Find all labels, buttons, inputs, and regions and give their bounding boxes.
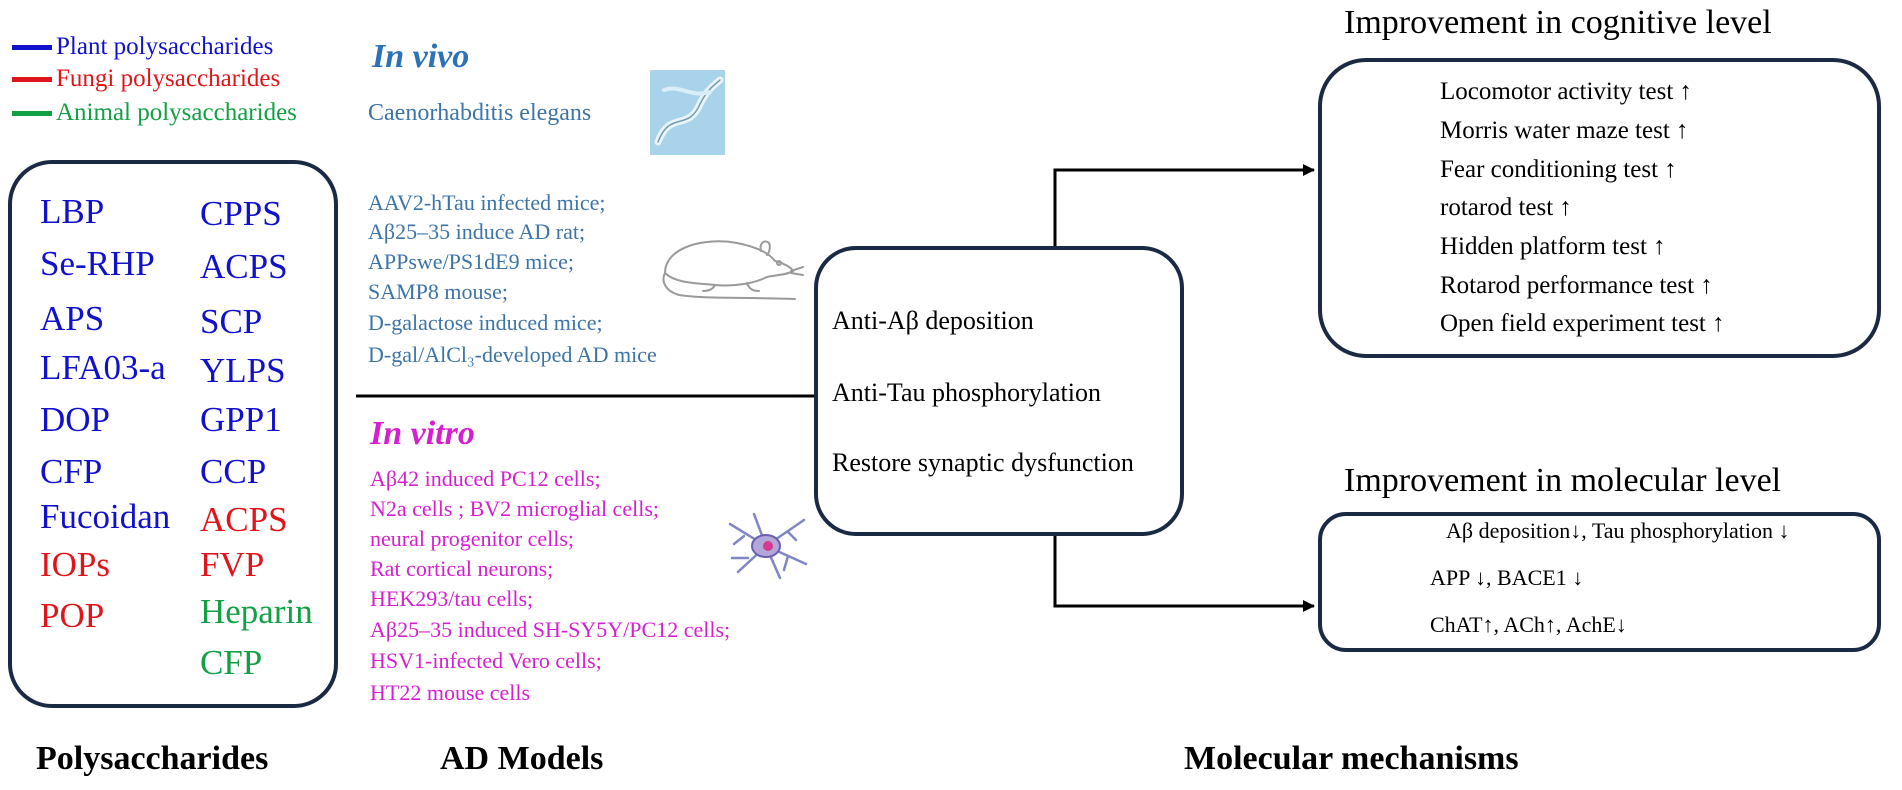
poly-col1-item: LFA03-a (40, 348, 166, 387)
legend-fungi: Fungi polysaccharides (12, 64, 280, 94)
poly-col1-item: DOP (40, 400, 111, 439)
footer-mechanisms: Molecular mechanisms (1184, 740, 1519, 777)
invitro-item: HEK293/tau cells; (370, 586, 534, 611)
poly-col1-item: LBP (40, 192, 105, 231)
molecular-item: ChAT↑, ACh↑, AchE↓ (1430, 612, 1627, 637)
poly-col1-item: IOPs (40, 545, 111, 584)
cognitive-item: Rotarod performance test ↑ (1440, 272, 1713, 299)
poly-col1-item: Se-RHP (40, 244, 155, 283)
cognitive-item: Locomotor activity test ↑ (1440, 78, 1693, 105)
invitro-item: HSV1-infected Vero cells; (370, 648, 602, 673)
molecular-item: APP ↓, BACE1 ↓ (1430, 565, 1584, 590)
poly-col2-item: ACPS (200, 247, 288, 286)
molecular-item: Aβ deposition↓, Tau phosphorylation ↓ (1446, 518, 1790, 543)
invivo-item: APPswe/PS1dE9 mice; (368, 249, 574, 274)
poly-col2-item: SCP (200, 302, 263, 341)
legend-plant-swatch (12, 44, 52, 50)
cognitive-item: Morris water maze test ↑ (1440, 117, 1689, 144)
invivo-item: D-galactose induced mice; (368, 310, 603, 335)
cognitive-item: rotarod test ↑ (1440, 194, 1572, 221)
legend-fungi-swatch (12, 76, 52, 82)
legend-plant-label: Plant polysaccharides (56, 33, 274, 60)
invivo-item: SAMP8 mouse; (368, 279, 508, 304)
legend-animal: Animal polysaccharides (12, 98, 297, 128)
legend-animal-label: Animal polysaccharides (56, 99, 297, 126)
invivo-title: In vivo (372, 38, 470, 75)
invivo-item: AAV2-hTau infected mice; (368, 190, 606, 215)
mechanisms-box (814, 246, 1184, 536)
mechanism-item: Restore synaptic dysfunction (832, 448, 1134, 477)
invivo-item: Aβ25–35 induce AD rat; (368, 219, 586, 244)
cognitive-item: Open field experiment test ↑ (1440, 310, 1725, 337)
poly-col1-item: Fucoidan (40, 497, 171, 536)
invitro-item: Aβ25–35 induced SH-SY5Y/PC12 cells; (370, 617, 731, 642)
cognitive-item: Fear conditioning test ↑ (1440, 156, 1677, 183)
poly-col2-item: CCP (200, 452, 267, 491)
invitro-item: Aβ42 induced PC12 cells; (370, 466, 601, 491)
footer-models: AD Models (440, 740, 604, 777)
celegans-image (650, 70, 725, 155)
poly-col2-item: YLPS (200, 351, 286, 390)
poly-col1-item: CFP (40, 452, 103, 491)
cognitive-arrow (1053, 164, 1315, 246)
polysaccharides-box (8, 160, 338, 708)
legend-plant: Plant polysaccharides (12, 32, 273, 62)
poly-col2-item: CPPS (200, 194, 282, 233)
mechanism-item: Anti-Tau phosphorylation (832, 378, 1101, 407)
footer-polysaccharides: Polysaccharides (36, 740, 269, 777)
poly-col1-item: APS (40, 299, 105, 338)
poly-col2-item: ACPS (200, 500, 288, 539)
invitro-item: neural progenitor cells; (370, 526, 575, 551)
celegans-label: Caenorhabditis elegans (368, 100, 592, 126)
legend-animal-swatch (12, 110, 52, 116)
cognitive-item: Hidden platform test ↑ (1440, 233, 1666, 260)
invitro-item: HT22 mouse cells (370, 680, 531, 705)
cognitive-title: Improvement in cognitive level (1344, 4, 1772, 41)
poly-col2-item: FVP (200, 545, 265, 584)
mechanism-item: Anti-Aβ deposition (832, 306, 1034, 335)
poly-col1-item: POP (40, 596, 105, 635)
invitro-item: Rat cortical neurons; (370, 556, 554, 581)
poly-col2-item: GPP1 (200, 400, 282, 439)
legend-fungi-label: Fungi polysaccharides (56, 65, 281, 92)
invitro-title: In vitro (370, 415, 475, 452)
molecular-arrow (1053, 536, 1315, 612)
invitro-item: N2a cells ; BV2 microglial cells; (370, 496, 659, 521)
rat-image (662, 240, 804, 300)
molecular-box (1318, 512, 1881, 652)
poly-col2-item: Heparin (200, 592, 313, 631)
cognitive-box (1318, 58, 1881, 358)
invivo-item: D-gal/AlCl₃-developed AD mice (368, 342, 657, 367)
neuron-image (728, 512, 808, 580)
molecular-title: Improvement in molecular level (1344, 462, 1782, 499)
poly-col2-item: CFP (200, 643, 263, 682)
